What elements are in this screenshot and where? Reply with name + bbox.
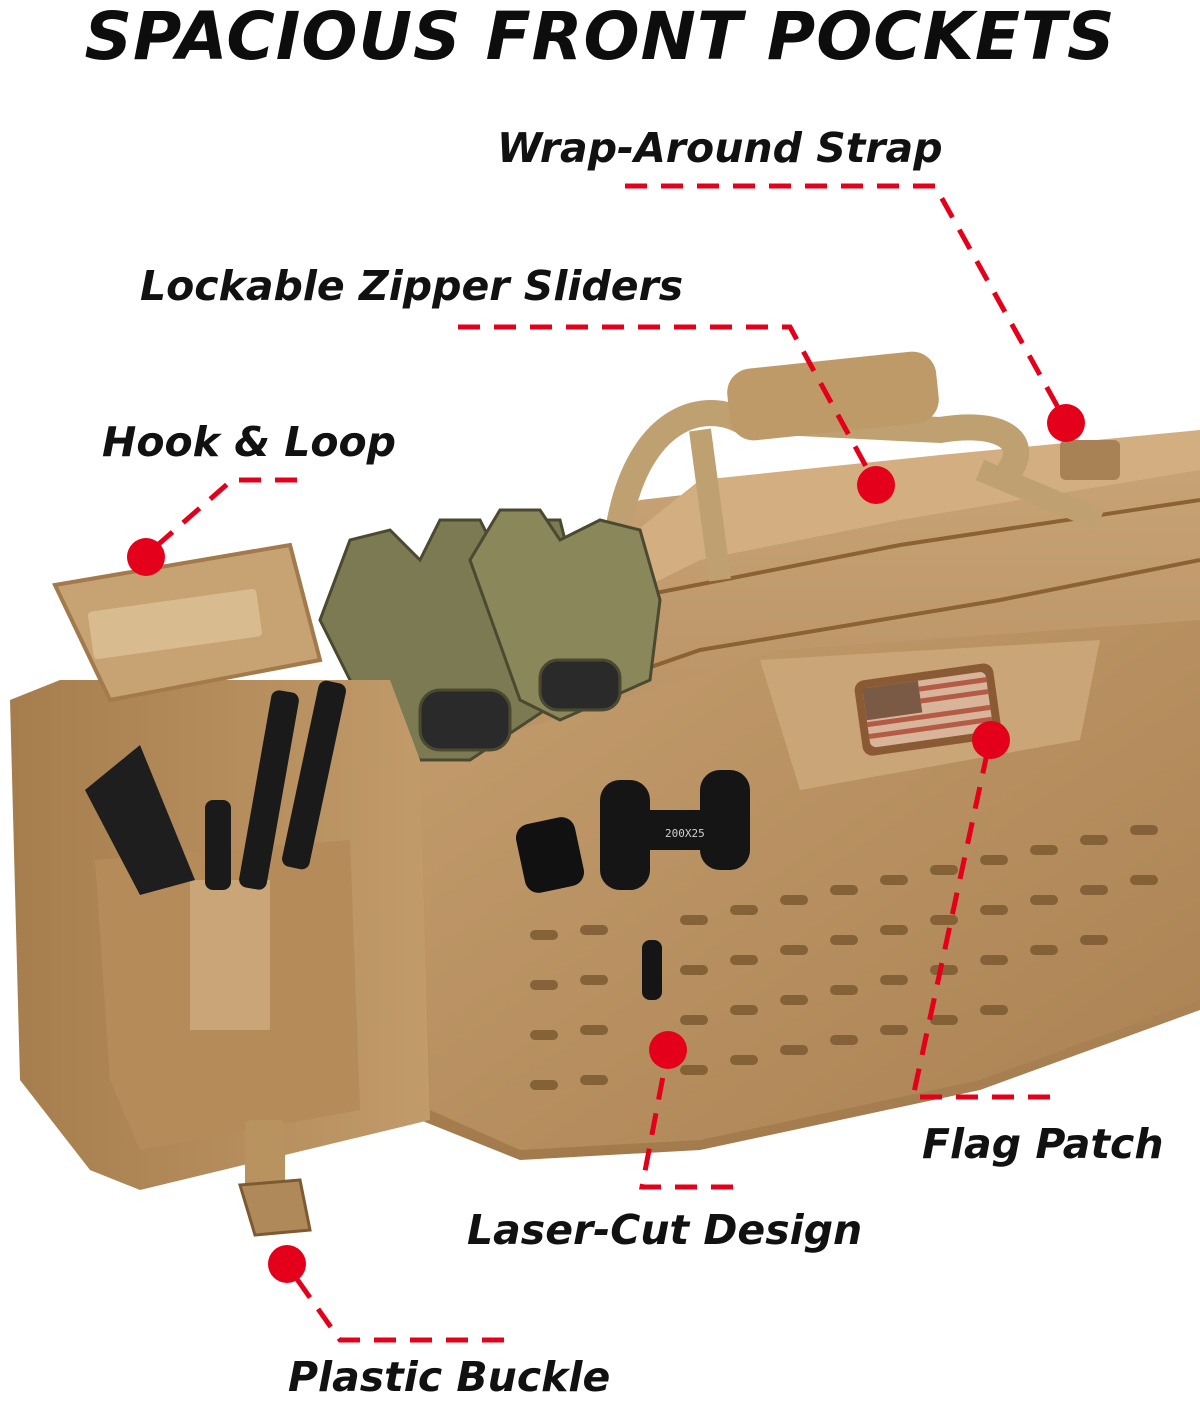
callout-laser-cut-design: Laser-Cut Design (467, 1206, 863, 1254)
marker-strap (1047, 404, 1085, 442)
flashlight (515, 817, 585, 893)
bag-top-panel (600, 430, 1200, 600)
laser-cut-slots (530, 825, 1158, 1090)
callout-hook-and-loop: Hook & Loop (102, 418, 397, 466)
callout-plastic-buckle: Plastic Buckle (288, 1353, 611, 1401)
page-title: SPACIOUS FRONT POCKETS (84, 0, 1116, 75)
marker-hook (127, 538, 165, 576)
leader-buckle (284, 1263, 504, 1343)
binoculars (600, 770, 750, 890)
velcro-strip (190, 880, 270, 1030)
marker-laser (649, 1031, 687, 1069)
leader-hook (143, 477, 297, 558)
binocular-marking: 200X25 (665, 827, 705, 840)
marker-zipper (857, 466, 895, 504)
magazine (85, 745, 195, 895)
callout-lockable-zipper-sliders: Lockable Zipper Sliders (140, 262, 684, 310)
callout-flag-patch: Flag Patch (922, 1120, 1164, 1168)
leader-strap (625, 183, 1068, 422)
bipod (205, 680, 346, 890)
strap-buckle (1060, 440, 1120, 480)
leader-flag (909, 739, 1050, 1100)
buckle-strap (245, 1120, 285, 1190)
leader-laser (638, 1049, 733, 1190)
leader-zipper (458, 324, 878, 485)
tool-pen (642, 940, 662, 1000)
marker-buckle (268, 1245, 306, 1283)
plastic-buckle-graphic (238, 1178, 312, 1237)
callout-wrap-around-strap: Wrap-Around Strap (497, 124, 943, 172)
marker-flag (972, 721, 1010, 759)
flag-patch-graphic (854, 663, 1002, 756)
handle-wrap (727, 351, 939, 441)
